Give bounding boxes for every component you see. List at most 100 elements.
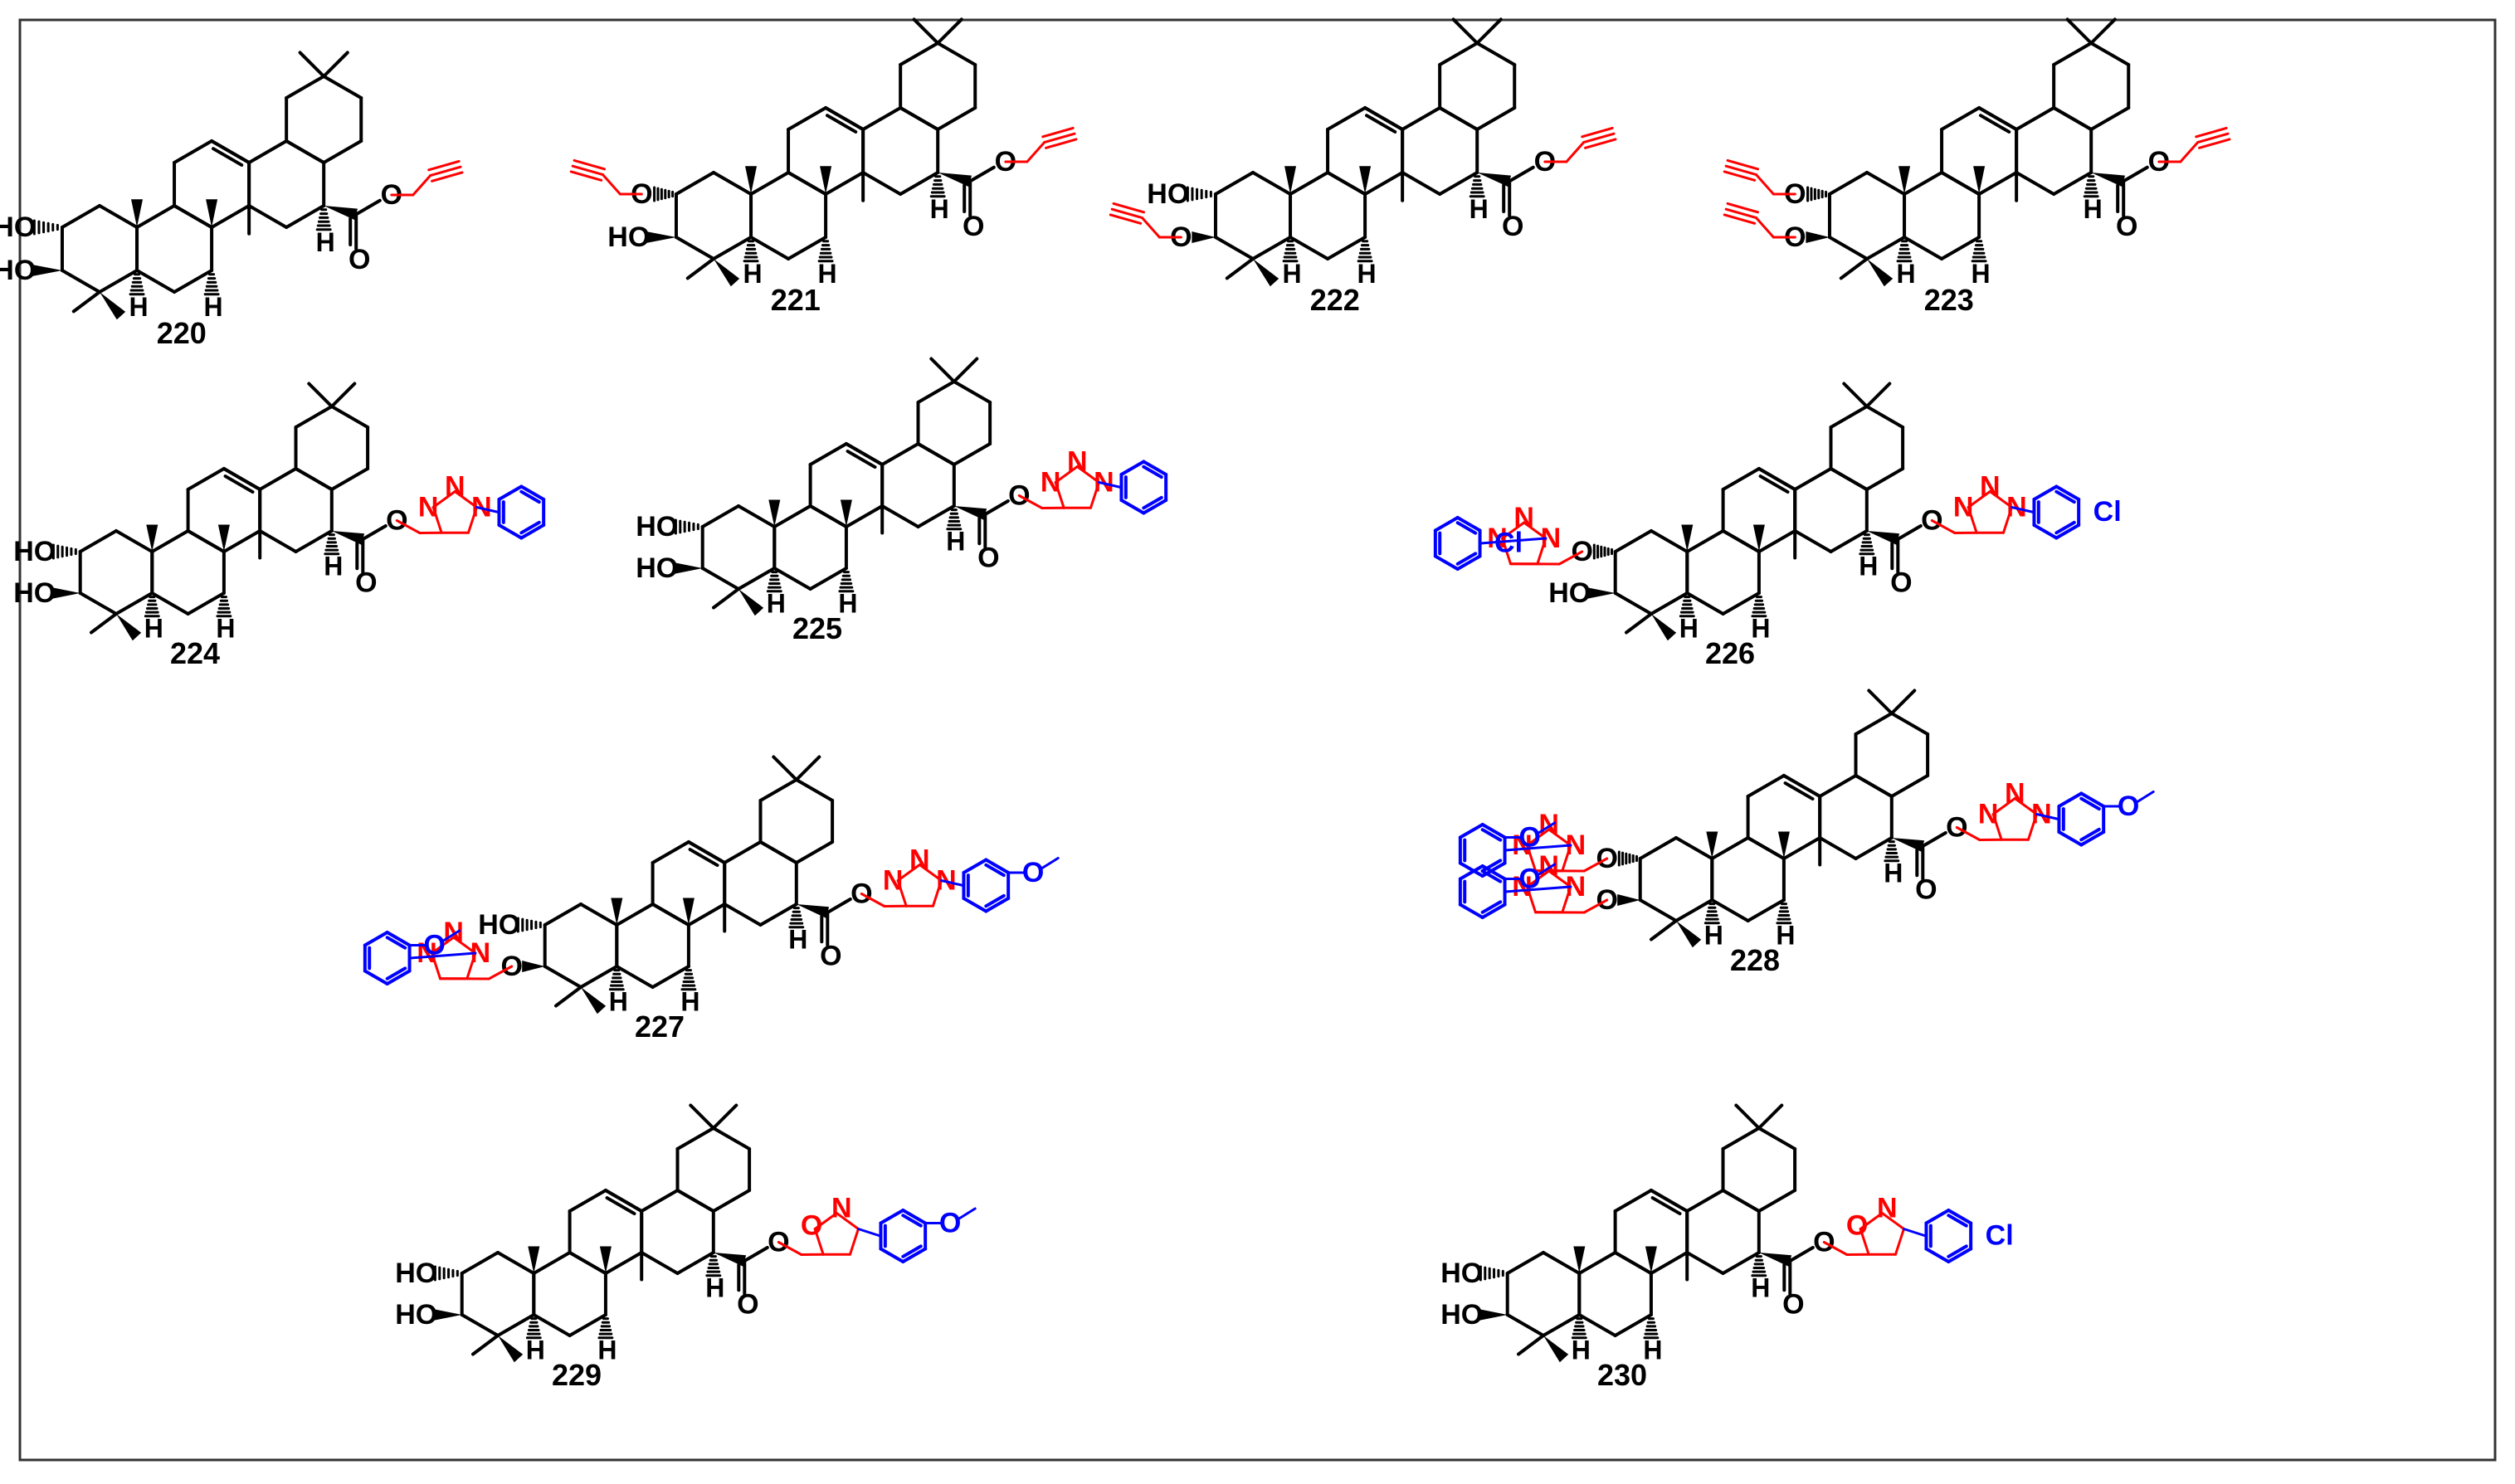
triazole-n-label: N bbox=[883, 865, 904, 897]
carbonyl-oxygen-label: O bbox=[348, 244, 370, 275]
h-18-label: H bbox=[946, 527, 965, 557]
h-5-label: H bbox=[526, 1336, 545, 1365]
triazole-n-label: N bbox=[1980, 471, 2001, 503]
h-5-label: H bbox=[144, 614, 163, 644]
carbonyl-oxygen-label: O bbox=[2116, 211, 2137, 242]
h-18-label: H bbox=[1859, 552, 1878, 581]
h-18-label: H bbox=[1751, 1273, 1770, 1303]
hydroxyl-3-label: HO bbox=[1548, 577, 1591, 609]
h-18-label: H bbox=[930, 194, 949, 224]
h-18-label: H bbox=[1470, 194, 1489, 224]
triazole-n-label: N bbox=[445, 471, 465, 503]
h-18-label: H bbox=[2084, 194, 2103, 224]
h-9-label: H bbox=[818, 259, 837, 289]
h-5-label: H bbox=[767, 589, 786, 619]
h-18-label: H bbox=[788, 925, 807, 955]
carbonyl-oxygen-label: O bbox=[1915, 874, 1937, 906]
carbonyl-oxygen-label: O bbox=[1782, 1289, 1804, 1321]
h-5-label: H bbox=[1896, 259, 1915, 289]
carbonyl-oxygen-label: O bbox=[737, 1289, 758, 1321]
triazole-n-label: N bbox=[443, 917, 464, 948]
compound-number: 230 bbox=[1597, 1358, 1647, 1392]
carbonyl-oxygen-label: O bbox=[355, 567, 377, 599]
methoxy-oxygen-label: O bbox=[1518, 822, 1540, 854]
hydroxyl-2-label: HO bbox=[395, 1258, 437, 1289]
hydroxyl-3-label: HO bbox=[607, 221, 650, 253]
chlorine-label: Cl bbox=[1494, 528, 1523, 559]
h-9-label: H bbox=[1357, 259, 1377, 289]
h-9-label: H bbox=[204, 292, 223, 322]
triazole-n-label: N bbox=[1978, 799, 1999, 830]
compound-number: 226 bbox=[1705, 636, 1755, 670]
hydroxyl-2-label: HO bbox=[1147, 178, 1189, 210]
hydroxyl-2-label: HO bbox=[636, 511, 678, 543]
methoxy-oxygen-label: O bbox=[1518, 864, 1540, 895]
methoxy-oxygen-label: O bbox=[1022, 857, 1044, 888]
triazole-n-label: N bbox=[1538, 850, 1559, 882]
compound-number: 220 bbox=[157, 316, 207, 350]
compound-number: 227 bbox=[635, 1010, 685, 1044]
carbonyl-oxygen-label: O bbox=[963, 211, 984, 242]
hydroxyl-2-label: HO bbox=[478, 909, 520, 941]
h-18-label: H bbox=[316, 227, 335, 257]
triazole-n-label: N bbox=[1953, 492, 1974, 523]
h-18-label: H bbox=[705, 1273, 724, 1303]
triazole-n-label: N bbox=[1538, 809, 1559, 840]
hydroxyl-3-label: HO bbox=[13, 577, 56, 609]
compound-number: 221 bbox=[771, 283, 821, 317]
hydroxyl-2-label: HO bbox=[13, 536, 56, 567]
carbonyl-oxygen-label: O bbox=[820, 941, 841, 972]
compound-number: 225 bbox=[792, 611, 842, 645]
compound-number: 229 bbox=[552, 1358, 602, 1392]
triazole-n-label: N bbox=[1067, 446, 1088, 478]
compound-number: 223 bbox=[1924, 283, 1974, 317]
h-5-label: H bbox=[1572, 1336, 1591, 1365]
h-9-label: H bbox=[1972, 259, 1991, 289]
h-5-label: H bbox=[1282, 259, 1301, 289]
isoxazole-n-label: N bbox=[831, 1193, 852, 1224]
chlorine-label: Cl bbox=[2093, 496, 2122, 528]
hydroxyl-3-label: HO bbox=[1440, 1299, 1483, 1331]
isoxazole-o-label: O bbox=[801, 1210, 822, 1242]
h-5-label: H bbox=[1704, 921, 1723, 951]
hydroxyl-3-label: HO bbox=[395, 1299, 437, 1331]
methoxy-oxygen-label: O bbox=[423, 930, 445, 961]
carbonyl-oxygen-label: O bbox=[1890, 567, 1912, 599]
compound-number: 228 bbox=[1730, 943, 1780, 977]
compound-number: 222 bbox=[1310, 283, 1360, 317]
hydroxyl-2-label: HO bbox=[1440, 1258, 1483, 1289]
hydroxyl-3-label: HO bbox=[636, 552, 678, 584]
triazole-n-label: N bbox=[2005, 778, 2025, 810]
methoxy-oxygen-label: O bbox=[939, 1208, 961, 1239]
h-5-label: H bbox=[609, 987, 628, 1017]
triazole-n-label: N bbox=[909, 844, 930, 876]
chlorine-label: Cl bbox=[1986, 1220, 2014, 1252]
triazole-n-label: N bbox=[1041, 467, 1061, 499]
h-5-label: H bbox=[1679, 614, 1699, 644]
methoxy-oxygen-label: O bbox=[2118, 791, 2139, 822]
h-5-label: H bbox=[743, 259, 762, 289]
h-5-label: H bbox=[129, 292, 148, 322]
carbonyl-oxygen-label: O bbox=[977, 543, 999, 574]
h-18-label: H bbox=[1884, 859, 1903, 888]
isoxazole-o-label: O bbox=[1846, 1210, 1868, 1242]
carbonyl-oxygen-label: O bbox=[1502, 211, 1523, 242]
isoxazole-n-label: N bbox=[1877, 1193, 1898, 1224]
triazole-n-label: N bbox=[418, 492, 439, 523]
h-18-label: H bbox=[324, 552, 343, 581]
hydroxyl-2-label: HO bbox=[0, 212, 36, 243]
hydroxyl-3-label: HO bbox=[0, 255, 36, 286]
